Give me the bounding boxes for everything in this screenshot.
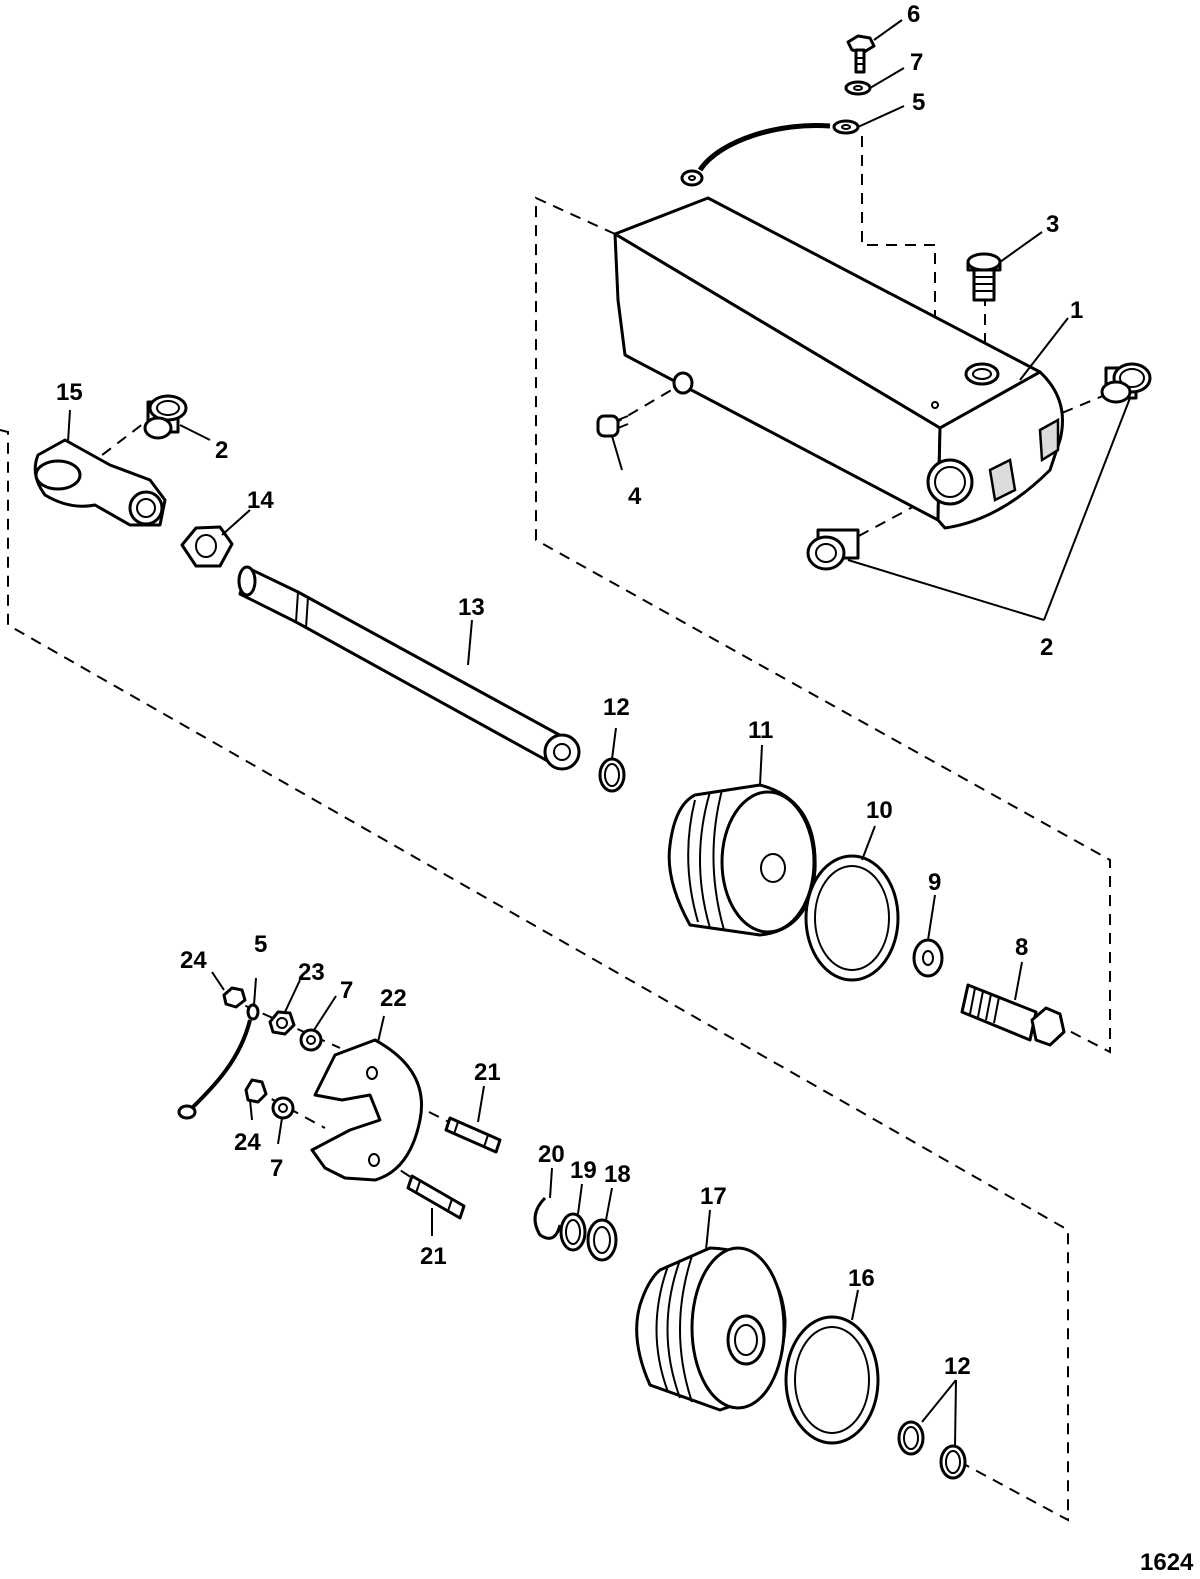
callout-20: 20 [538,1141,565,1168]
bolt-8-icon [960,983,1066,1047]
callout-24: 24 [234,1129,261,1156]
bushing-2-lower-icon [806,528,860,571]
callout-12: 12 [944,1353,971,1380]
piston-11-icon [667,783,817,937]
callout-18: 18 [604,1161,631,1188]
stud-21-lower-icon [406,1174,466,1220]
star-washer-7-upper-icon [299,1028,323,1052]
callout-7: 7 [910,49,923,76]
callout-22: 22 [380,985,407,1012]
callout-23: 23 [298,959,325,986]
callout-9: 9 [928,869,941,896]
callout-10: 10 [866,797,893,824]
snap-ring-20-icon [533,1196,562,1240]
leader-lines [67,19,1131,1447]
callout-21: 21 [474,1059,501,1086]
nut-24-upper-icon [222,986,247,1009]
ground-wire-5-icon [680,119,860,187]
plug-4-icon [596,414,629,438]
callout-8: 8 [1015,934,1028,961]
bushing-2-rod-end-icon [143,394,188,440]
stud-21-upper-icon [444,1116,502,1154]
callout-3: 3 [1046,211,1059,238]
clamp-22-icon [310,1038,423,1182]
rod-end-15-icon [33,438,167,527]
seal-ring-16-icon [784,1315,880,1445]
plug-3-icon [966,252,1002,302]
o-ring-12-lower-b-icon [939,1444,967,1480]
figure-number: 1624 [1140,1549,1194,1576]
callout-13: 13 [458,594,485,621]
o-ring-12-lower-a-icon [897,1420,925,1456]
hex-nut-14-icon [180,525,234,568]
washer-9-icon [912,938,944,978]
callout-12: 12 [603,694,630,721]
bolt-6-icon [846,34,876,74]
callout-5: 5 [254,931,267,958]
callout-5: 5 [912,89,925,116]
o-ring-12-upper-icon [598,757,626,793]
end-cap-17-icon [635,1246,787,1412]
lock-washer-7-icon [844,80,872,96]
callout-4: 4 [628,483,642,510]
callout-7: 7 [270,1155,283,1182]
callout-19: 19 [570,1157,597,1184]
callout-15: 15 [56,379,83,406]
callout-labels: 6 7 5 3 1 15 2 14 4 2 13 12 11 10 9 8 24… [56,1,1083,1380]
ground-wire-5-lower-icon [177,1003,260,1120]
callout-16: 16 [848,1265,875,1292]
callout-7: 7 [340,977,353,1004]
callout-1: 1 [1070,297,1083,324]
star-washer-7-lower-icon [271,1096,295,1120]
nut-24-lower-icon [244,1078,268,1104]
seal-ring-10-icon [804,854,900,982]
seal-18-icon [586,1218,618,1262]
callout-11: 11 [748,717,773,744]
callout-2: 2 [1040,634,1053,661]
nut-23-icon [268,1010,296,1036]
callout-17: 17 [700,1183,727,1210]
callout-14: 14 [247,487,274,514]
callout-24: 24 [180,947,207,974]
callout-2: 2 [215,437,228,464]
bushing-2-right-icon [1100,362,1152,404]
ring-19-icon [559,1212,587,1252]
cylinder-housing-1-icon [613,196,1064,530]
callout-21: 21 [420,1243,447,1270]
piston-rod-13-icon [237,565,581,771]
callout-6: 6 [907,1,920,28]
